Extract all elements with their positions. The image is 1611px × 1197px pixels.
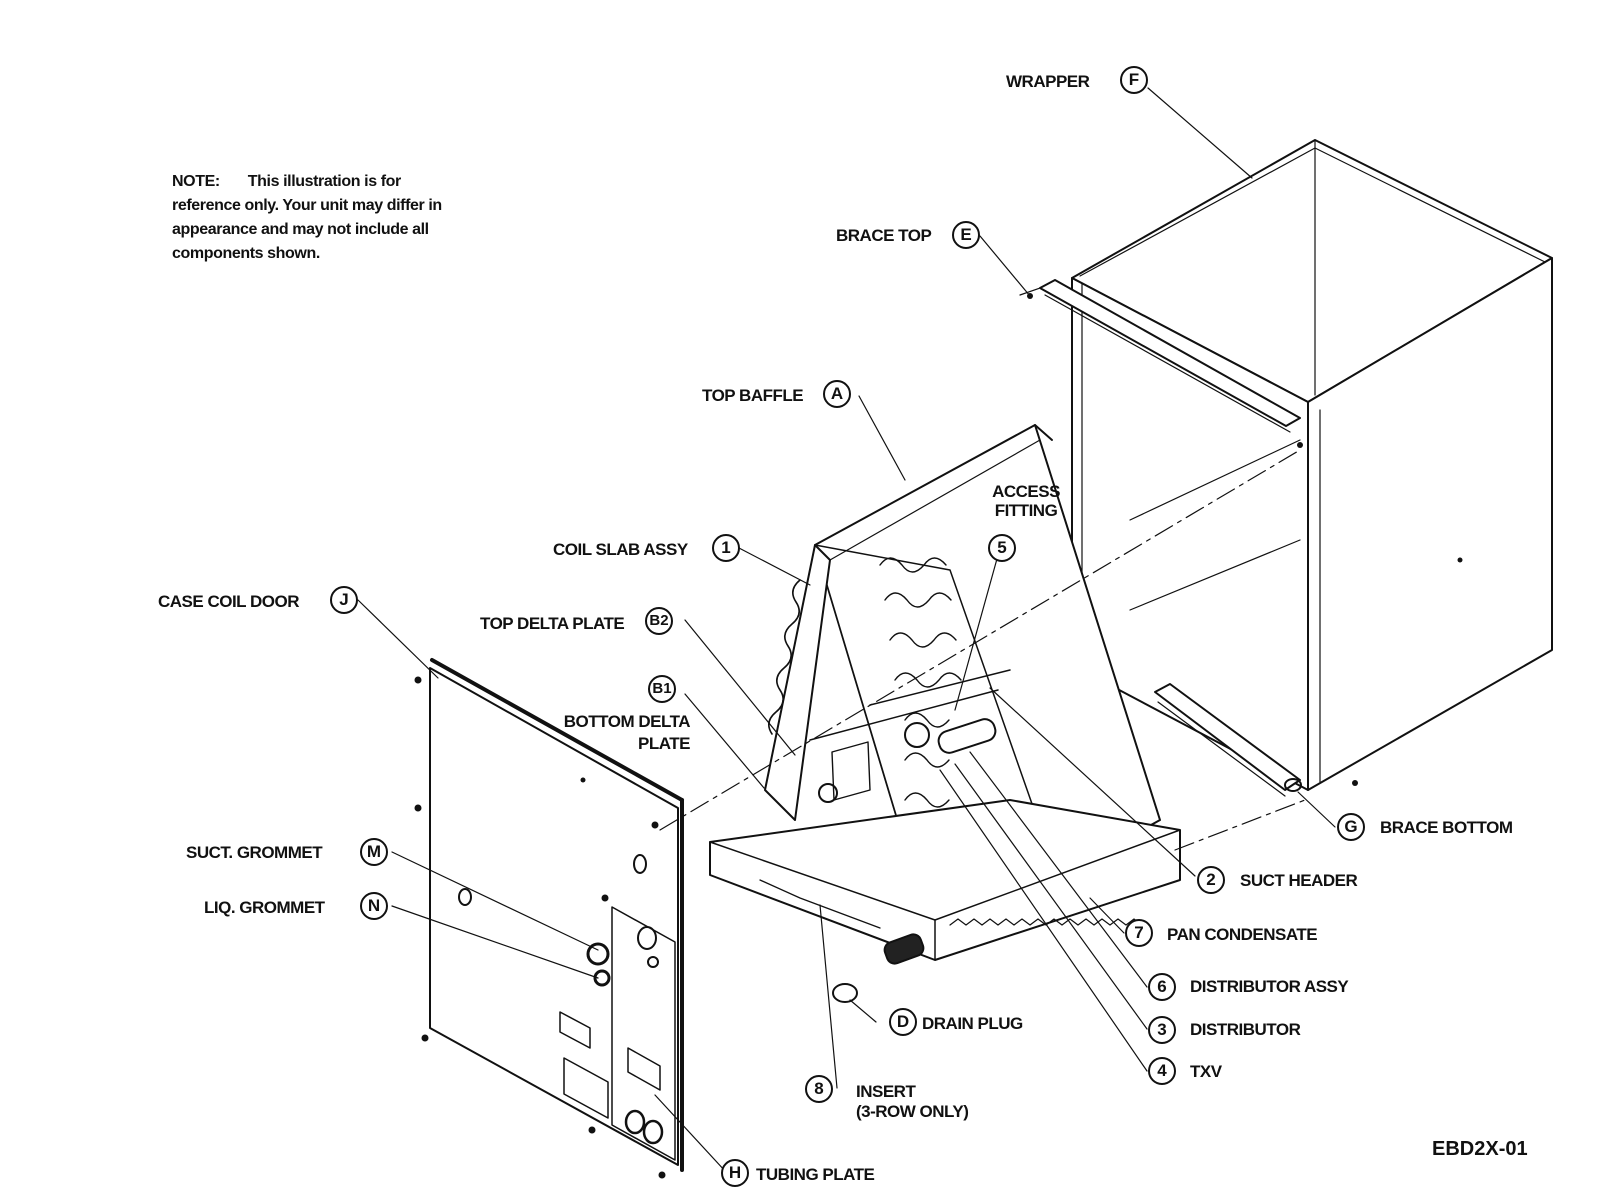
label-case-coil-door: CASE COIL DOOR <box>158 592 299 611</box>
callout-bottom-delta-plate: B1 <box>648 675 676 703</box>
callout-brace-top: E <box>952 221 980 249</box>
callout-case-coil-door: J <box>330 586 358 614</box>
callout-wrapper: F <box>1120 66 1148 94</box>
wrapper-cabinet <box>1071 139 1553 791</box>
label-coil-slab-assy: COIL SLAB ASSY <box>553 540 688 559</box>
alignment-lines <box>659 287 1306 851</box>
label-brace-top: BRACE TOP <box>836 226 932 245</box>
callout-distributor: 3 <box>1148 1016 1176 1044</box>
callout-top-baffle: A <box>823 380 851 408</box>
callout-tubing-plate: H <box>721 1159 749 1187</box>
label-bottom-delta-plate-line2: PLATE <box>638 734 690 753</box>
callout-pan-condensate: 7 <box>1125 919 1153 947</box>
label-tubing-plate: TUBING PLATE <box>756 1165 875 1184</box>
callout-liq-grommet: N <box>360 892 388 920</box>
label-distributor: DISTRIBUTOR <box>1190 1020 1301 1039</box>
callout-drain-plug: D <box>889 1008 917 1036</box>
leader-lines <box>357 87 1336 1173</box>
callout-distributor-assy: 6 <box>1148 973 1176 1001</box>
label-distributor-assy: DISTRIBUTOR ASSY <box>1190 977 1349 996</box>
label-bottom-delta-plate-line1: BOTTOM DELTA <box>563 712 691 731</box>
reference-note: NOTE:This illustration is for reference … <box>172 170 472 266</box>
callout-access-fitting: 5 <box>988 534 1016 562</box>
callout-txv: 4 <box>1148 1057 1176 1085</box>
callout-brace-bottom: G <box>1337 813 1365 841</box>
brace-bottom-rail <box>1154 683 1302 797</box>
note-heading: NOTE: <box>172 173 220 190</box>
label-txv: TXV <box>1190 1062 1222 1081</box>
label-pan-condensate: PAN CONDENSATE <box>1167 925 1318 944</box>
callout-coil-slab-assy: 1 <box>712 534 740 562</box>
drawing-code: EBD2X-01 <box>1432 1138 1528 1160</box>
label-drain-plug: DRAIN PLUG <box>922 1014 1023 1033</box>
label-suct-grommet: SUCT. GROMMET <box>186 843 323 862</box>
label-wrapper: WRAPPER <box>1006 72 1090 91</box>
callout-suct-grommet: M <box>360 838 388 866</box>
label-top-delta-plate: TOP DELTA PLATE <box>480 614 625 633</box>
callout-insert: 8 <box>805 1075 833 1103</box>
label-access-fitting: ACCESS FITTING <box>992 482 1060 520</box>
label-liq-grommet: LIQ. GROMMET <box>204 898 325 917</box>
fastener-dots <box>414 293 1463 1179</box>
label-brace-bottom: BRACE BOTTOM <box>1380 818 1513 837</box>
callout-top-delta-plate: B2 <box>645 607 673 635</box>
label-top-baffle: TOP BAFFLE <box>702 386 804 405</box>
callout-suct-header: 2 <box>1197 866 1225 894</box>
label-insert-line2: (3-ROW ONLY) <box>856 1102 969 1121</box>
note-text: This illustration is for reference only.… <box>172 173 442 262</box>
label-insert-line1: INSERT <box>856 1082 916 1101</box>
case-coil-door-panel <box>429 658 684 1172</box>
brace-top-rail <box>1039 279 1301 433</box>
drain-plug-shape <box>832 983 858 1003</box>
label-suct-header: SUCT HEADER <box>1240 871 1358 890</box>
condensate-pan <box>709 799 1181 965</box>
